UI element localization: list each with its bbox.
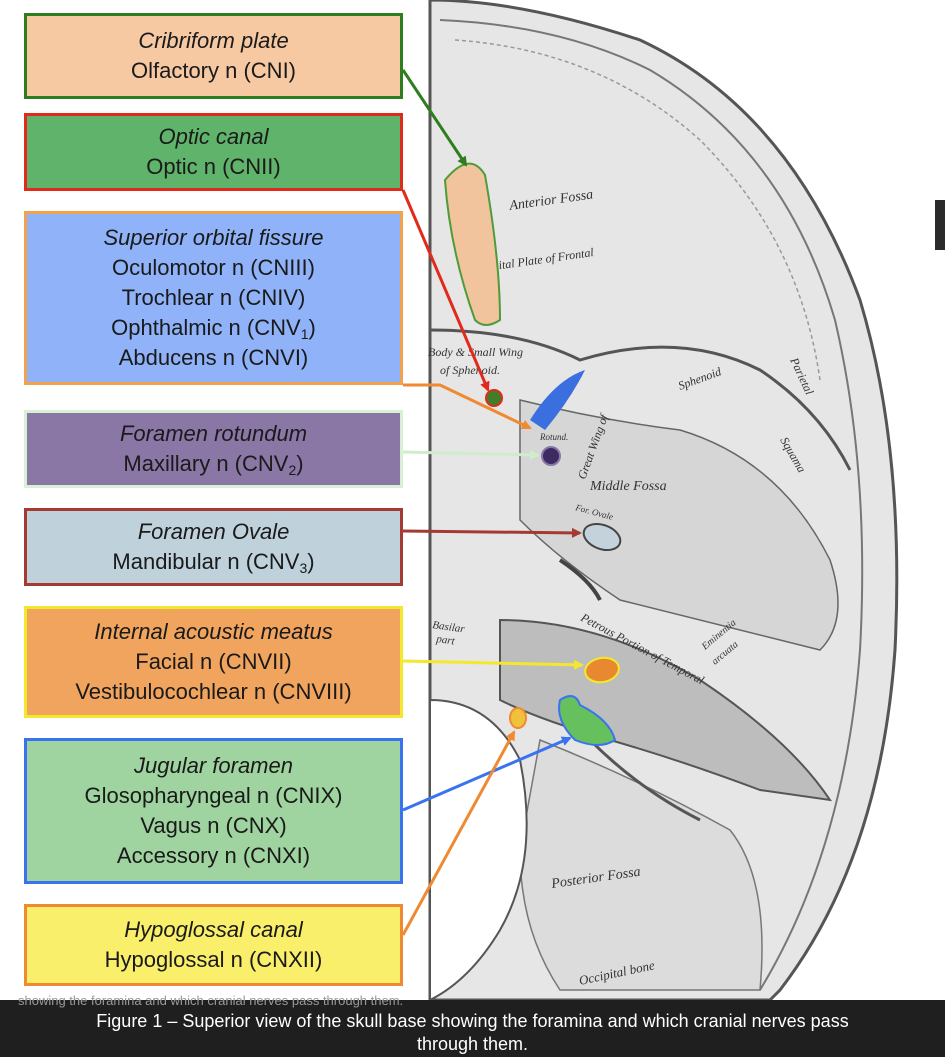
structure-name: Superior orbital fissure: [103, 225, 324, 250]
arrow-jugular-foramen: [402, 736, 572, 812]
arrow-optic-canal: [401, 189, 490, 392]
structure-name: Hypoglossal canal: [124, 917, 303, 942]
nerve-name: Ophthalmic n (CNV1): [111, 315, 316, 342]
nerve-name: Maxillary n (CNV2): [123, 451, 304, 478]
structure-name: Foramen Ovale: [137, 519, 290, 544]
middle-fossa-region: [519, 399, 839, 651]
structure-name: Internal acoustic meatus: [94, 619, 333, 644]
background-page-edge: [935, 200, 945, 250]
label-body-small-wing: Body & Small Wing: [428, 345, 523, 359]
structure-name: Optic canal: [158, 124, 269, 149]
nerve-name: Trochlear n (CNIV): [121, 285, 306, 310]
label-rotund: Rotund.: [539, 432, 568, 442]
label-basilar: Basilar: [432, 619, 466, 635]
skull-inner-edge: [439, 19, 864, 991]
foramen-magnum: [429, 698, 528, 1000]
arrow-internal-acoustic-meatus: [402, 659, 584, 670]
arrow-hypoglossal-canal: [401, 730, 516, 936]
structure-name: Foramen rotundum: [119, 421, 308, 446]
highlight-optic-canal: [485, 389, 503, 407]
label-basilar-part: part: [435, 633, 457, 648]
nerve-name: Vestibulocochlear n (CNVIII): [75, 679, 352, 704]
nerve-name: Facial n (CNVII): [135, 649, 292, 674]
arrow-cribriform-plate: [401, 69, 468, 167]
arrow-superior-orbital-fissure: [403, 383, 532, 430]
nerve-name: Olfactory n (CNI): [130, 58, 297, 83]
highlight-cribriform-plate: [443, 162, 502, 326]
skull-suture: [454, 39, 821, 381]
highlight-hypoglossal-canal: [509, 707, 527, 729]
nerve-name: Optic n (CNII): [146, 154, 281, 179]
caption-ghost-text: showing the foramina and which cranial n…: [18, 994, 404, 1008]
skull-base-illustration: Anterior Fossa Orbital Plate of Frontal …: [401, 0, 899, 1000]
shadow-crack-1: [558, 558, 602, 601]
figure-caption: Figure 1 – Superior view of the skull ba…: [0, 1010, 945, 1056]
highlight-jugular-foramen: [558, 695, 617, 746]
arrow-foramen-ovale: [402, 527, 582, 538]
shadow-crack-2: [588, 738, 701, 822]
nerve-name: Abducens n (CNVI): [118, 345, 309, 370]
lesser-wing-ridge: [429, 328, 852, 471]
nerve-name: Glosopharyngeal n (CNIX): [84, 783, 343, 808]
caption-line-2: through them.: [416, 1034, 529, 1054]
caption-bar: showing the foramina and which cranial n…: [0, 994, 945, 1057]
figure-stage: Anterior Fossa Orbital Plate of Frontal …: [24, 0, 945, 1000]
label-middle-fossa: Middle Fossa: [589, 479, 667, 494]
nerve-name: Mandibular n (CNV3): [112, 549, 315, 576]
nerve-name: Oculomotor n (CNIII): [112, 255, 315, 280]
arrow-foramen-rotundum: [402, 449, 540, 460]
highlight-internal-acoustic-meatus: [584, 656, 620, 684]
structure-name: Cribriform plate: [138, 28, 289, 53]
caption-line-1: Figure 1 – Superior view of the skull ba…: [96, 1011, 849, 1031]
label-of-sphenoid: of Sphenoid.: [440, 363, 500, 377]
highlight-foramen-rotundum: [541, 446, 561, 466]
nerve-name: Hypoglossal n (CNXII): [104, 947, 323, 972]
nerve-name: Accessory n (CNXI): [116, 843, 311, 868]
structure-name: Jugular foramen: [134, 753, 293, 778]
nerve-name: Vagus n (CNX): [140, 813, 287, 838]
highlight-superior-orbital-fissure: [530, 370, 585, 430]
highlight-foramen-ovale: [582, 522, 622, 552]
